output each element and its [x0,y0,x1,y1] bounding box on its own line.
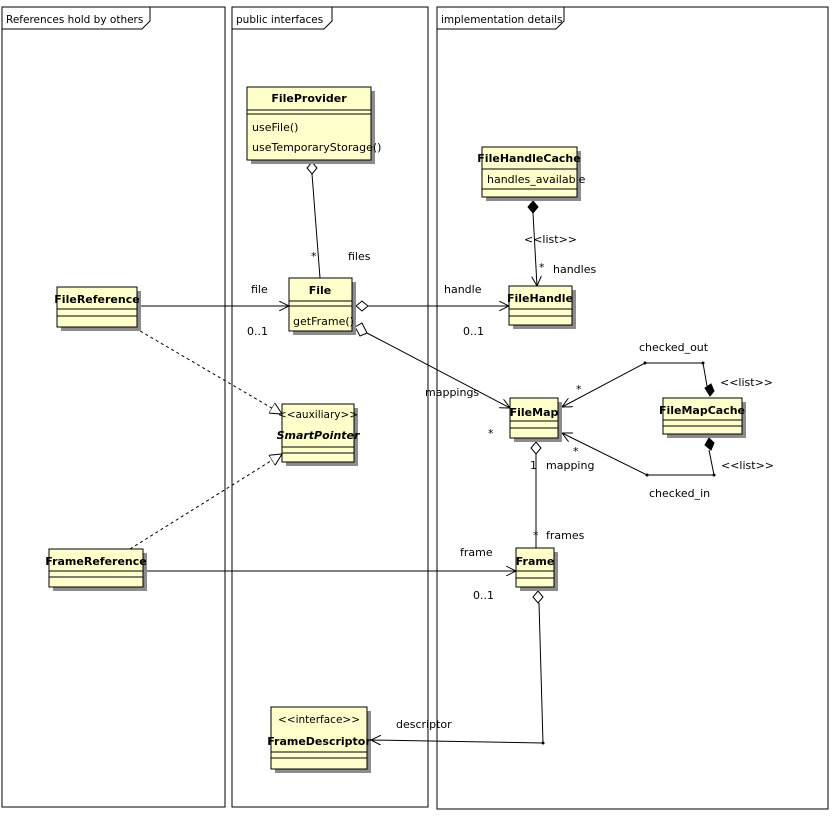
stereotype: <<auxiliary>> [278,409,358,421]
role-label: handle [444,283,482,296]
class-filehandle[interactable]: FileHandle [507,285,576,329]
class-name: FileHandleCache [477,152,580,165]
class-name: File [309,284,332,297]
realization-filereference-smartpointer [134,327,282,414]
composition-diamond-filemapcache-out [704,383,715,397]
multiplicity-label: 1 [530,459,537,472]
package-public-title: public interfaces [236,14,323,26]
stereotype: <<interface>> [278,714,360,726]
assoc-fileprovider-file [311,173,321,279]
package-references: References hold by others [1,6,226,808]
class-name: FileMapCache [659,404,745,417]
assoc-filemapcache-filemap-checked-out [562,362,708,407]
multiplicity-label: 0..1 [247,325,268,338]
multiplicity-label: * [533,529,539,542]
aggregation-diamond-file-handle [355,300,369,312]
role-label: checked_in [649,487,710,500]
role-label: mapping [546,459,594,472]
package-impl-title: implementation details [441,14,563,26]
class-name: FrameDescriptor [267,735,371,748]
package-references-title: References hold by others [6,14,143,26]
class-filereference[interactable]: FileReference [54,286,141,331]
class-filemapcache[interactable]: FileMapCache [659,397,746,438]
role-label: mappings [425,386,479,399]
composition-diamond-filemapcache-in [704,437,715,451]
role-label: checked_out [639,341,709,354]
multiplicity-label: 0..1 [473,589,494,602]
bend-dot [712,473,716,477]
assoc-filemapcache-filemap-checked-in [562,433,715,476]
role-label: frames [546,529,585,542]
multiplicity-label: 0..1 [463,325,484,338]
class-file[interactable]: File getFrame() [288,277,356,335]
class-name: SmartPointer [277,429,360,442]
multiplicity-label: * [573,445,579,458]
operation: getFrame() [293,315,354,328]
multiplicity-label: * [488,427,494,440]
role-label: descriptor [396,718,452,731]
attribute: handles_available [487,173,586,186]
bend-dot [643,361,647,365]
role-label: files [348,250,371,263]
stereotype-label: <<list>> [720,376,773,389]
class-name: FileHandle [507,292,573,305]
aggregation-diamond-filemap [530,441,542,455]
operation: useTemporaryStorage() [252,141,381,154]
package-impl: implementation details [436,6,829,810]
role-label: frame [460,546,493,559]
class-fileprovider[interactable]: FileProvider useFile() useTemporaryStora… [246,86,381,164]
assoc-filehandlecache-filehandle [533,212,537,286]
multiplicity-label: * [311,250,317,263]
role-label: handles [553,263,596,276]
class-name: FrameReference [45,555,146,568]
aggregation-diamond-frame [532,590,544,604]
class-framereference[interactable]: FrameReference [45,548,147,591]
class-frame[interactable]: Frame [515,547,558,591]
class-name: FileMap [510,406,559,419]
class-framedescriptor[interactable]: <<interface>> FrameDescriptor [267,706,371,773]
class-name: Frame [516,555,555,568]
class-name: FileReference [54,293,139,306]
stereotype-label: <<list>> [721,459,774,472]
class-filehandlecache[interactable]: FileHandleCache handles_available [477,146,586,201]
bend-dot [645,473,649,477]
multiplicity-label: * [539,261,545,274]
composition-diamond-filehandlecache [527,200,539,214]
class-filemap[interactable]: FileMap [509,397,562,442]
role-label: file [251,283,268,296]
operation: useFile() [252,121,298,134]
bend-dot [701,361,705,365]
class-smartpointer[interactable]: <<auxiliary>> SmartPointer [277,403,360,466]
stereotype-label: <<list>> [524,233,577,246]
aggregation-diamond-file-map [354,322,368,337]
assoc-file-filemap [366,332,510,408]
multiplicity-label: * [576,383,582,396]
bend-dot [541,741,545,745]
class-name: FileProvider [271,92,347,105]
